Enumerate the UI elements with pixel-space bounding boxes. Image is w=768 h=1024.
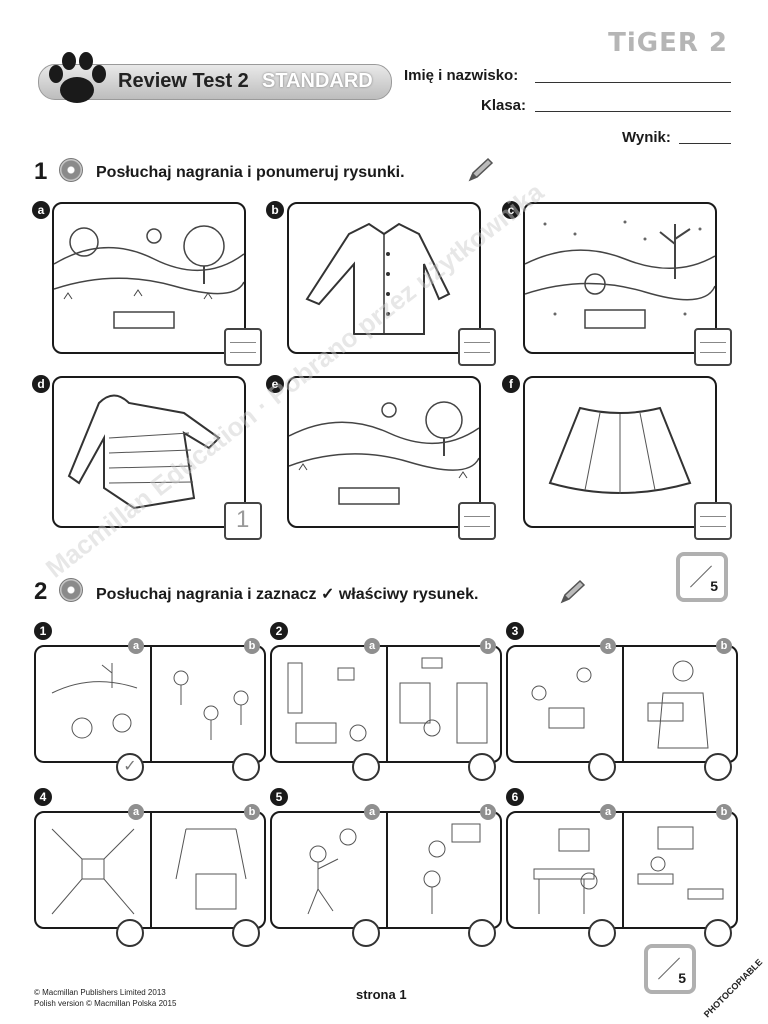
score-label: Wynik: bbox=[622, 129, 671, 146]
summer-landscape-icon bbox=[52, 202, 246, 354]
option-b: b bbox=[480, 638, 496, 654]
class-field[interactable] bbox=[535, 111, 731, 112]
section1-instruction: Posłuchaj nagrania i ponumeruj rysunki. bbox=[96, 164, 405, 181]
football-icon bbox=[307, 828, 357, 915]
corridor-icon bbox=[51, 828, 135, 915]
section2-instruction: Posłuchaj nagrania i zaznacz ✓ właściwy … bbox=[96, 586, 479, 603]
option-b: b bbox=[480, 804, 496, 820]
item-letter: c bbox=[502, 201, 520, 219]
answer-box[interactable] bbox=[458, 502, 496, 540]
answer-box[interactable]: 1 bbox=[224, 502, 262, 540]
name-field[interactable] bbox=[535, 82, 731, 83]
choice-pair bbox=[506, 811, 738, 929]
option-a: a bbox=[600, 804, 616, 820]
item-number: 1 bbox=[34, 622, 52, 640]
choice-pair bbox=[34, 645, 266, 763]
children-running-icon bbox=[173, 670, 249, 740]
answer-box[interactable] bbox=[224, 328, 262, 366]
jacket-icon bbox=[52, 376, 246, 528]
item-letter: a bbox=[32, 201, 50, 219]
choice-pair bbox=[506, 645, 738, 763]
item-letter: b bbox=[266, 201, 284, 219]
item-letter: e bbox=[266, 375, 284, 393]
spring-landscape-icon bbox=[287, 376, 481, 528]
check-circle-a[interactable]: ✓ bbox=[116, 753, 144, 781]
answer-box[interactable] bbox=[694, 502, 732, 540]
library-icon bbox=[399, 657, 488, 744]
copyright-line-2: Polish version © Macmillan Polska 2015 bbox=[34, 999, 177, 1008]
check-circle-a[interactable] bbox=[352, 753, 380, 781]
section1-score-box: 5 bbox=[676, 552, 728, 602]
check-circle-b[interactable] bbox=[232, 919, 260, 947]
choice-pair bbox=[270, 645, 502, 763]
check-circle-b[interactable] bbox=[704, 919, 732, 947]
answer-box[interactable] bbox=[458, 328, 496, 366]
snowball-fight-icon bbox=[51, 663, 138, 739]
score-field[interactable] bbox=[679, 143, 731, 144]
test-level: STANDARD bbox=[262, 70, 373, 92]
shirt-icon bbox=[287, 202, 481, 354]
answer-box[interactable] bbox=[694, 328, 732, 366]
playground-icon bbox=[175, 828, 247, 910]
test-title: Review Test 2 bbox=[118, 70, 249, 92]
check-circle-a[interactable] bbox=[588, 753, 616, 781]
item-number: 6 bbox=[506, 788, 524, 806]
section2-score: 5 bbox=[678, 970, 686, 986]
computer-room-icon bbox=[533, 828, 598, 914]
check-circle-a[interactable] bbox=[352, 919, 380, 947]
name-label: Imię i nazwisko: bbox=[404, 67, 519, 84]
item-letter: d bbox=[32, 375, 50, 393]
check-circle-a[interactable] bbox=[116, 919, 144, 947]
option-b: b bbox=[244, 804, 260, 820]
section1-number: 1 bbox=[34, 158, 48, 185]
choice-pair bbox=[270, 811, 502, 929]
gym-icon bbox=[287, 662, 367, 744]
page-number: strona 1 bbox=[356, 987, 407, 1002]
item-number: 3 bbox=[506, 622, 524, 640]
option-b: b bbox=[716, 638, 732, 654]
option-b: b bbox=[244, 638, 260, 654]
copyright-line-1: © Macmillan Publishers Limited 2013 bbox=[34, 988, 166, 997]
board-game-icon bbox=[531, 667, 592, 729]
photocopiable-label: PHOTOCOPIABLE bbox=[701, 956, 764, 1020]
check-circle-b[interactable] bbox=[232, 753, 260, 781]
skirt-icon bbox=[523, 376, 717, 528]
choice-pair bbox=[34, 811, 266, 929]
option-a: a bbox=[364, 638, 380, 654]
section2-score-box: 5 bbox=[644, 944, 696, 994]
pencil-icon bbox=[466, 156, 494, 184]
item-letter: f bbox=[502, 375, 520, 393]
option-a: a bbox=[128, 638, 144, 654]
option-b: b bbox=[716, 804, 732, 820]
cd-icon bbox=[59, 578, 83, 602]
boy-with-laptop-icon bbox=[647, 660, 709, 749]
cd-icon bbox=[59, 158, 83, 182]
winter-landscape-icon bbox=[523, 202, 717, 354]
option-a: a bbox=[600, 638, 616, 654]
pencil-icon bbox=[558, 578, 586, 606]
option-a: a bbox=[364, 804, 380, 820]
answer-value: 1 bbox=[236, 506, 250, 533]
class-label: Klasa: bbox=[481, 97, 527, 114]
item-number: 5 bbox=[270, 788, 288, 806]
classroom-icon bbox=[637, 826, 724, 900]
paw-icon bbox=[44, 50, 110, 108]
option-a: a bbox=[128, 804, 144, 820]
item-number: 2 bbox=[270, 622, 288, 640]
basketball-icon bbox=[423, 823, 481, 914]
check-circle-a[interactable] bbox=[588, 919, 616, 947]
section1-score: 5 bbox=[710, 578, 718, 594]
check-circle-b[interactable] bbox=[468, 753, 496, 781]
item-number: 4 bbox=[34, 788, 52, 806]
check-circle-b[interactable] bbox=[468, 919, 496, 947]
section2-number: 2 bbox=[34, 578, 48, 605]
check-circle-b[interactable] bbox=[704, 753, 732, 781]
tiger-logo: TiGER 2 bbox=[608, 28, 728, 58]
